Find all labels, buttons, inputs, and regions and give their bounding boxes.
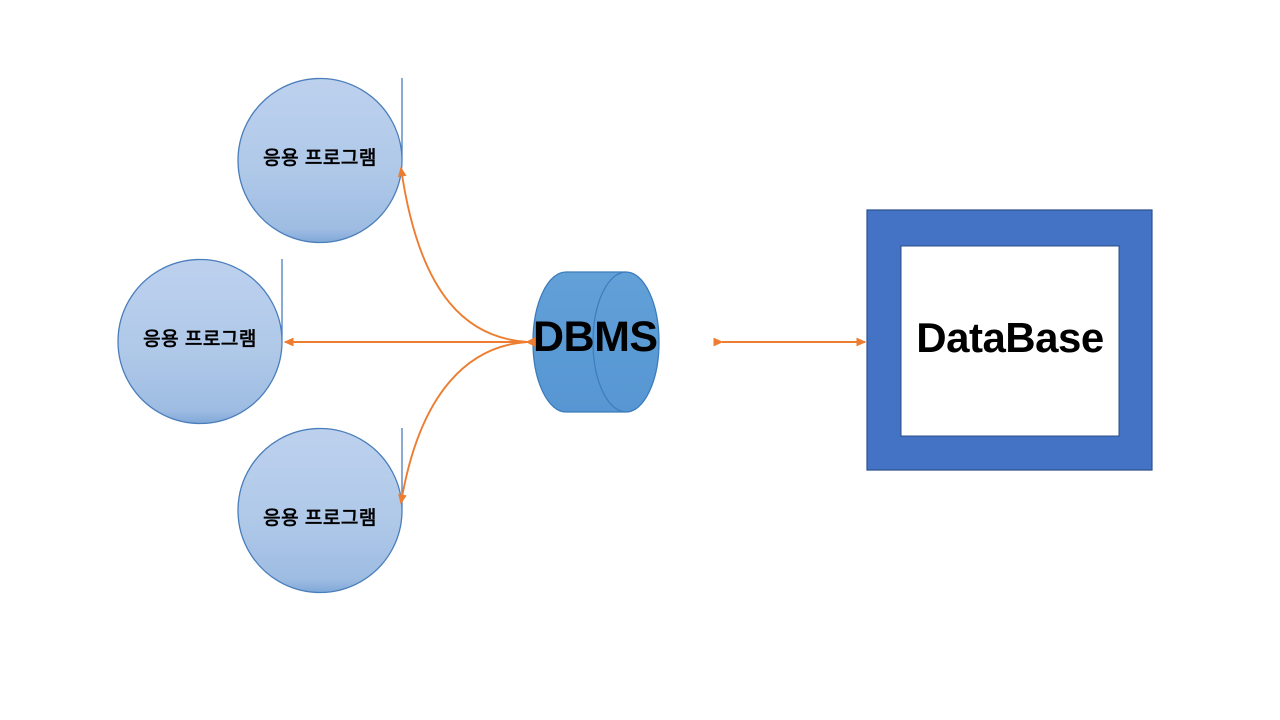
node-app-top[interactable] [237,77,403,244]
connector-dbms-app-bottom[interactable] [398,337,536,505]
dbms-end-ellipse [592,271,627,413]
database-inner-area [900,245,1120,437]
node-app-bottom[interactable] [237,427,403,594]
node-database[interactable] [866,209,1153,471]
app-bottom-shape[interactable] [237,427,403,594]
node-dbms[interactable] [532,271,660,413]
node-app-middle[interactable] [117,258,283,425]
app-top-shape[interactable] [237,77,403,244]
connector-dbms-app-top[interactable] [397,166,536,347]
app-middle-shape[interactable] [117,258,283,425]
dbms-body[interactable] [532,271,660,413]
